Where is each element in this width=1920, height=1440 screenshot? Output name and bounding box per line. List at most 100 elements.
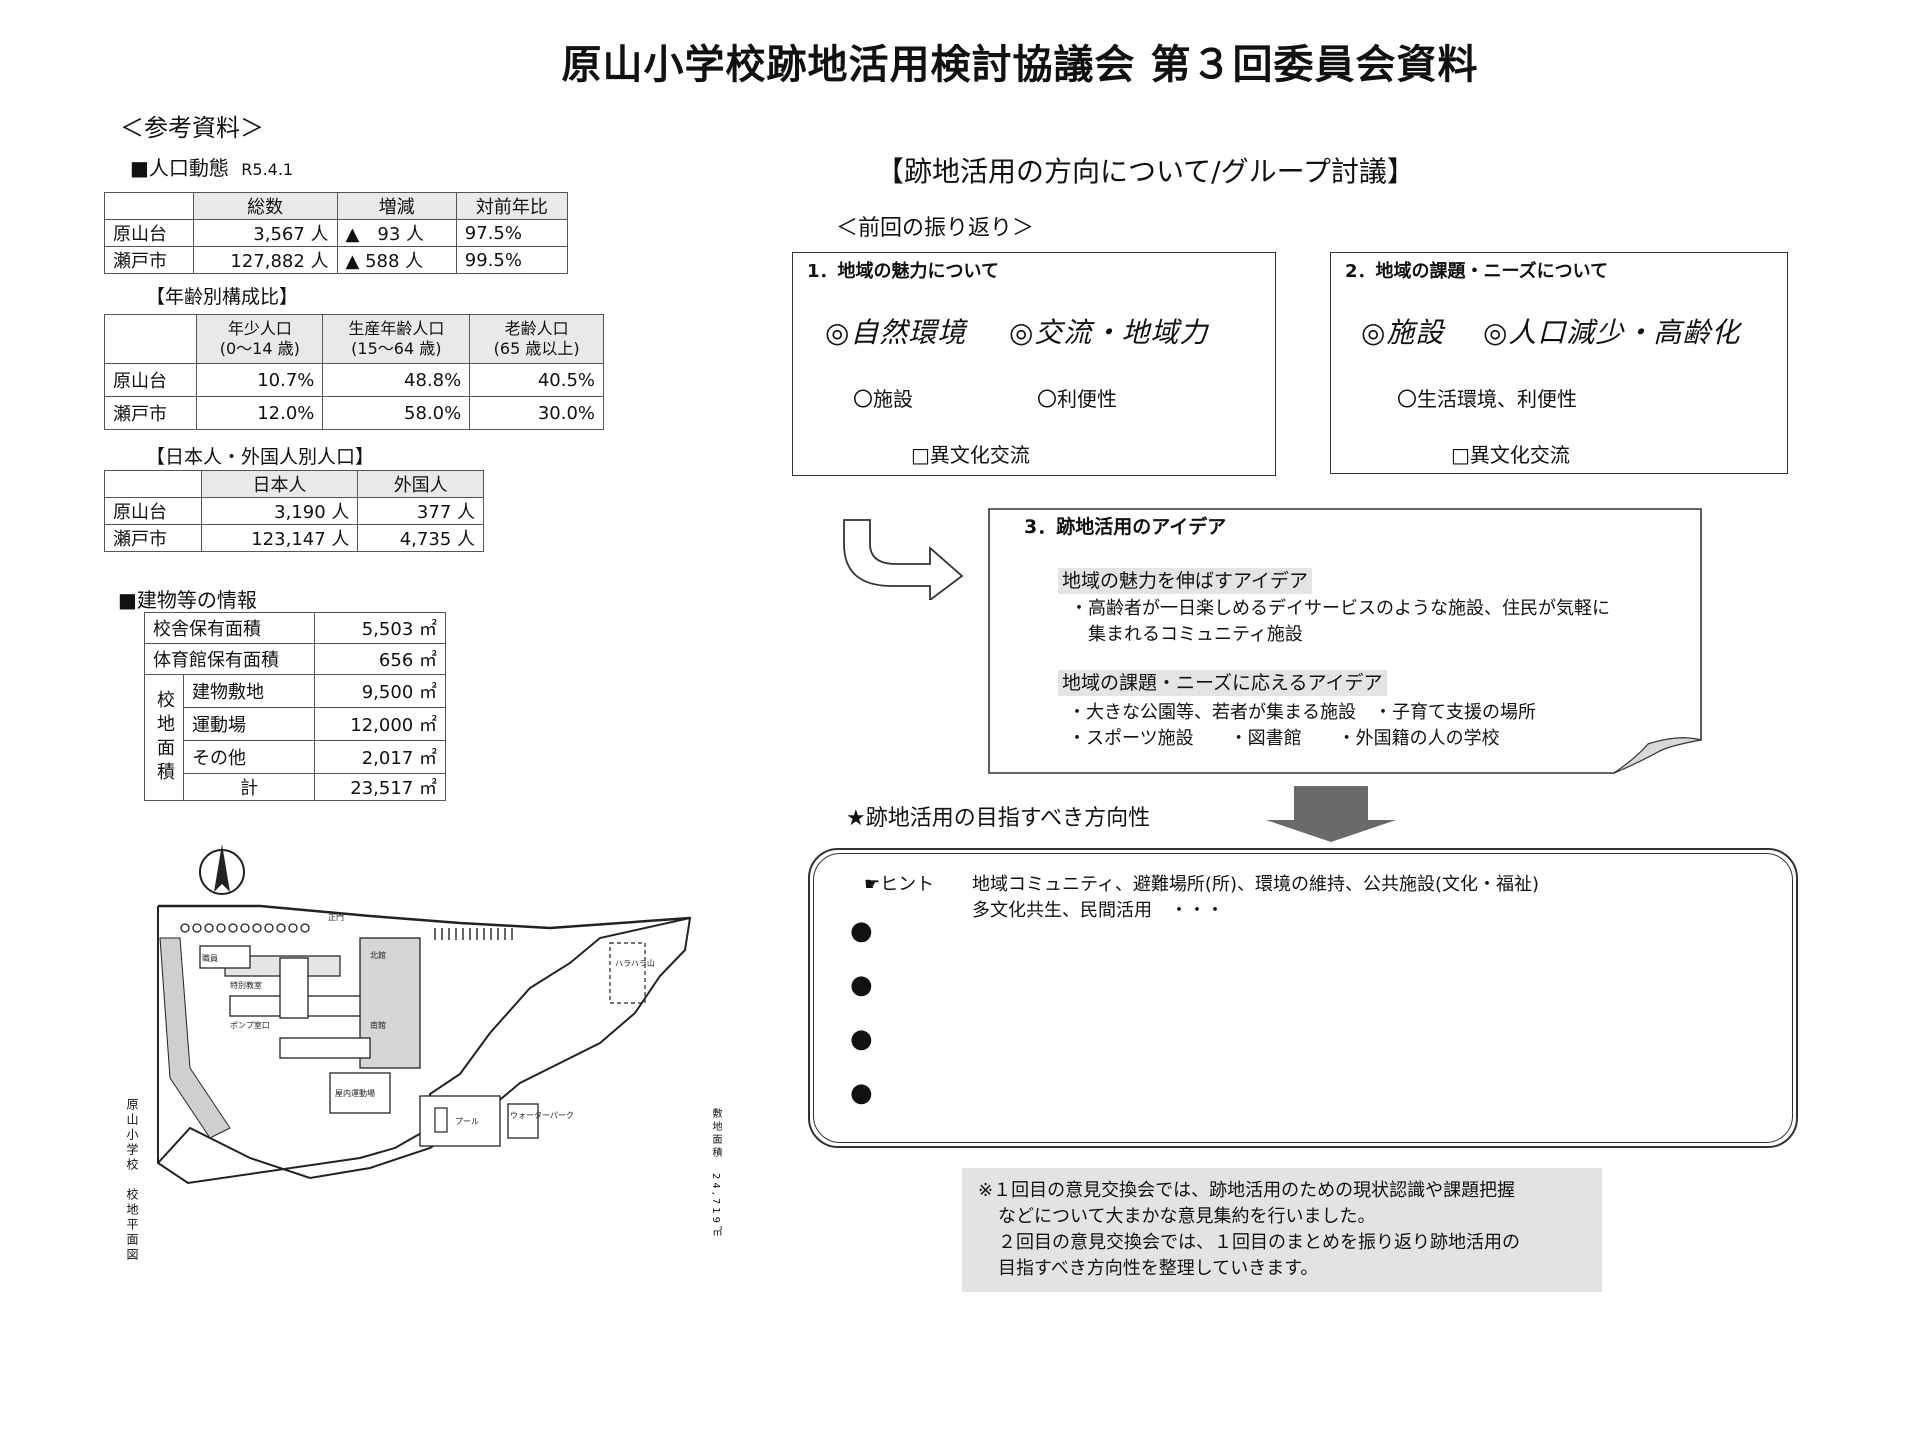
charm-main-2: ◎交流・地域力 bbox=[1009, 316, 1209, 349]
table-cell: ▲ 588 人 bbox=[336, 246, 457, 274]
map-label: ハラハラ山 bbox=[615, 958, 655, 968]
population-heading-text: ■人口動態 bbox=[130, 156, 229, 180]
charm-sub-1: 〇施設 bbox=[853, 387, 913, 411]
charm-main-1: ◎自然環境 bbox=[825, 316, 967, 349]
ideas-group1-label-text: 地域の魅力を伸ばすアイデア bbox=[1058, 568, 1313, 594]
table-cell: 30.0% bbox=[469, 396, 604, 430]
discussion-heading: 【跡地活用の方向について/グループ討議】 bbox=[876, 155, 1415, 188]
table-header-cell: 総数 bbox=[192, 192, 338, 220]
table-cell: 原山台 bbox=[103, 363, 198, 397]
hint-prefix: ☛ヒント bbox=[864, 874, 935, 895]
table-cell: 123,147 人 bbox=[200, 524, 359, 552]
note-line-1: ※１回目の意見交換会では、跡地活用のための現状認識や課題把握 bbox=[978, 1180, 1516, 1201]
map-label: 南館 bbox=[370, 1020, 386, 1030]
table-row: 瀬戸市 123,147 人 4,735 人 bbox=[104, 524, 484, 552]
ideas-group2-line-2: ・スポーツ施設 ・図書館 ・外国籍の人の学校 bbox=[1068, 728, 1500, 749]
table-header-cell bbox=[104, 470, 202, 498]
table-row: 瀬戸市 127,882 人 ▲ 588 人 99.5% bbox=[104, 246, 569, 274]
map-label: 正門 bbox=[328, 913, 344, 922]
bullet-3: ● bbox=[850, 1024, 873, 1054]
table-cell: 58.0% bbox=[322, 396, 471, 430]
table-row: 運動場 12,000 ㎡ bbox=[145, 707, 446, 741]
issues-box: 2．地域の課題・ニーズについて ◎施設 ◎人口減少・高齢化 〇生活環境、利便性 … bbox=[1330, 252, 1788, 474]
table-header-cell: 日本人 bbox=[200, 470, 359, 498]
ideas-group2-label: 地域の課題・ニーズに応えるアイデア bbox=[1058, 668, 1387, 696]
down-arrow-icon bbox=[1266, 786, 1396, 842]
table-row: 校舎保有面積 5,503 ㎡ bbox=[143, 612, 446, 644]
table-header-cell: 老齢人口 (65 歳以上) bbox=[469, 314, 604, 364]
table-row: 原山台 10.7% 48.8% 40.5% bbox=[103, 363, 604, 397]
map-label: ウォーターパーク bbox=[510, 1111, 574, 1120]
table-header-row: 日本人 外国人 bbox=[104, 470, 484, 498]
ideas-group1-label: 地域の魅力を伸ばすアイデア bbox=[1058, 566, 1313, 594]
map-label: 屋内運動場 bbox=[335, 1088, 375, 1098]
table-cell: 9,500 ㎡ bbox=[314, 674, 446, 708]
building-table: 校舎保有面積 5,503 ㎡ 体育館保有面積 656 ㎡ 校地面積 建物敷地 9… bbox=[143, 612, 446, 801]
table-row: 原山台 3,190 人 377 人 bbox=[104, 497, 484, 525]
direction-label: ★跡地活用の目指すべき方向性 bbox=[846, 806, 1151, 831]
map-label: 北館 bbox=[370, 950, 386, 960]
issues-sub-1: 〇生活環境、利便性 bbox=[1397, 387, 1577, 411]
map-label: 職員 bbox=[202, 954, 218, 963]
building-heading: ■建物等の情報 bbox=[118, 588, 257, 612]
table-cell: 3,567 人 bbox=[192, 219, 338, 247]
map-label: 特別教室 bbox=[230, 980, 262, 990]
table-header-cell: 外国人 bbox=[357, 470, 484, 498]
table-row: 体育館保有面積 656 ㎡ bbox=[143, 643, 446, 675]
charm-box: 1．地域の魅力について ◎自然環境 ◎交流・地域力 〇施設 〇利便性 □異文化交… bbox=[792, 252, 1276, 476]
charm-box-title: 1．地域の魅力について bbox=[807, 261, 999, 282]
table-cell: その他 bbox=[182, 740, 316, 774]
direction-box: ☛ヒント 地域コミュニティ、避難場所(所)、環境の維持、公共施設(文化・福祉) … bbox=[808, 848, 1798, 1148]
map-caption-right: 敷地面積 24,719㎡ bbox=[710, 1108, 721, 1239]
ideas-box-title: 3．跡地活用のアイデア bbox=[1024, 516, 1227, 538]
table-cell: 12,000 ㎡ bbox=[314, 707, 446, 741]
table-cell: 瀬戸市 bbox=[104, 246, 194, 274]
table-cell: ▲ 93 人 bbox=[336, 219, 457, 247]
table-row: 校地面積 建物敷地 9,500 ㎡ bbox=[144, 674, 446, 801]
issues-main-2: ◎人口減少・高齢化 bbox=[1483, 316, 1741, 349]
table-row: 計 23,517 ㎡ bbox=[145, 773, 446, 801]
table-cell: 原山台 bbox=[104, 497, 202, 525]
site-map-drawing: 正門 特別教室 ポンプ室口 北館 南館 屋内運動場 プール ウォーターパーク ハ… bbox=[157, 844, 692, 1185]
table-row: 原山台 3,567 人 ▲ 93 人 97.5% bbox=[104, 219, 569, 247]
direction-box-inner-border bbox=[813, 853, 1793, 1143]
table-cell: 12.0% bbox=[196, 396, 324, 430]
population-date: R5.4.1 bbox=[241, 160, 294, 179]
note-line-2: などについて大まかな意見集約を行いました。 bbox=[998, 1206, 1376, 1227]
table-header-cell bbox=[104, 192, 194, 220]
table-cell: 127,882 人 bbox=[192, 246, 338, 274]
population-table: 総数 増減 対前年比 原山台 3,567 人 ▲ 93 人 97.5% 瀬戸市 … bbox=[104, 192, 569, 274]
issues-extra: □異文化交流 bbox=[1451, 443, 1570, 467]
table-cell: 体育館保有面積 bbox=[143, 643, 316, 675]
table-header-row: 年少人口 (0～14 歳) 生産年齢人口 (15～64 歳) 老齢人口 (65 … bbox=[103, 314, 604, 364]
bullet-2: ● bbox=[850, 970, 873, 1000]
bullet-4: ● bbox=[850, 1078, 873, 1108]
table-header-cell: 対前年比 bbox=[455, 192, 569, 220]
site-area-label: 校地面積 bbox=[144, 674, 184, 801]
table-cell: 4,735 人 bbox=[357, 524, 484, 552]
age-heading: 【年齢別構成比】 bbox=[146, 286, 299, 308]
table-cell: 3,190 人 bbox=[200, 497, 359, 525]
hint-line-2: 多文化共生、民間活用 ・・・ bbox=[972, 900, 1224, 921]
table-cell: 377 人 bbox=[357, 497, 484, 525]
ideas-box: 3．跡地活用のアイデア 地域の魅力を伸ばすアイデア ・高齢者が一日楽しめるデイサ… bbox=[988, 508, 1702, 774]
note-line-4: 目指すべき方向性を整理していきます。 bbox=[998, 1258, 1319, 1279]
table-cell: 建物敷地 bbox=[182, 674, 316, 708]
table-cell: 原山台 bbox=[104, 219, 194, 247]
bullet-1: ● bbox=[850, 916, 873, 946]
map-label: ポンプ室口 bbox=[230, 1020, 270, 1030]
table-header-cell: 年少人口 (0～14 歳) bbox=[196, 314, 324, 364]
table-cell: 656 ㎡ bbox=[314, 643, 446, 675]
ideas-group1-line-2: 集まれるコミュニティ施設 bbox=[1088, 624, 1303, 645]
nationality-heading: 【日本人・外国人別人口】 bbox=[146, 446, 375, 468]
table-cell: 運動場 bbox=[182, 707, 316, 741]
table-header-cell: 生産年齢人口 (15～64 歳) bbox=[322, 314, 471, 364]
charm-sub-2: 〇利便性 bbox=[1037, 387, 1117, 411]
table-cell: 校舎保有面積 bbox=[143, 612, 316, 644]
table-cell: 計 bbox=[182, 773, 316, 801]
ideas-group2-label-text: 地域の課題・ニーズに応えるアイデア bbox=[1058, 670, 1387, 696]
map-caption-left: 原山小学校 校地平面図 bbox=[125, 1098, 139, 1263]
page-title: 原山小学校跡地活用検討協議会 第３回委員会資料 bbox=[561, 42, 1479, 88]
reference-heading: ＜参考資料＞ bbox=[120, 114, 264, 142]
table-cell: 5,503 ㎡ bbox=[314, 612, 446, 644]
